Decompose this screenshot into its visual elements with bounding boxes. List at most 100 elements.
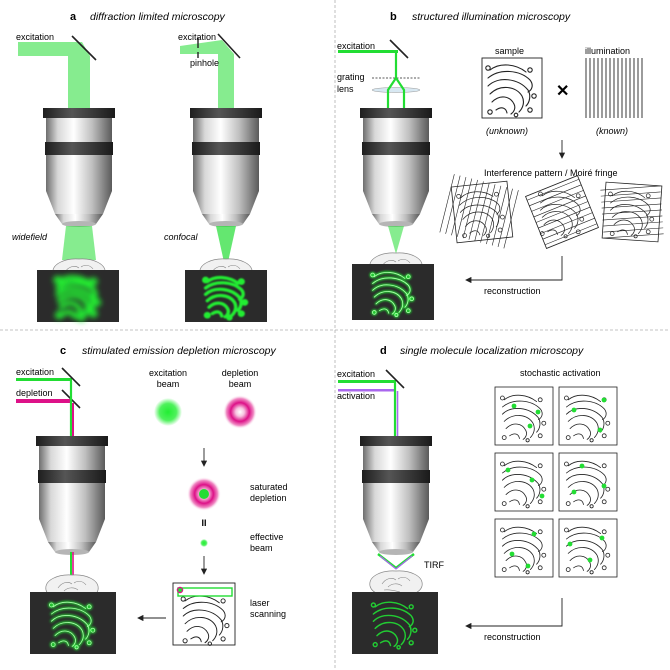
activated-molecule xyxy=(601,397,607,403)
excitation-beam-label-2: beam xyxy=(157,379,180,389)
laser-label-1: laser xyxy=(250,598,270,608)
illumination-label: illumination xyxy=(585,46,630,56)
reconstruction-arrow-d xyxy=(465,598,563,630)
activated-molecule xyxy=(571,407,577,413)
activated-molecule xyxy=(505,467,511,473)
excitation-label-c: excitation xyxy=(16,367,54,377)
excitation-label-widefield: excitation xyxy=(16,32,54,42)
times-symbol: ✕ xyxy=(556,83,569,100)
excitation-beam-label-1: excitation xyxy=(149,368,187,378)
activation-frame xyxy=(494,452,554,512)
activated-molecule xyxy=(511,403,517,409)
panel-d-title: single molecule localization microscopy xyxy=(400,345,584,357)
activated-molecule xyxy=(601,483,607,489)
effective-label-1: effective xyxy=(250,532,283,542)
moire-pattern-3 xyxy=(600,181,664,243)
objective-c xyxy=(36,436,108,555)
panel-b-title: structured illumination microscopy xyxy=(412,11,571,23)
sim-image xyxy=(352,264,434,320)
objective-confocal xyxy=(190,108,262,227)
activated-molecule xyxy=(571,489,577,495)
activation-frame xyxy=(558,518,618,578)
interference-label: Interference pattern / Moiré fringe xyxy=(484,168,618,178)
activation-frame xyxy=(494,386,554,446)
moire-pattern-1 xyxy=(439,174,519,249)
saturated-center xyxy=(199,489,209,499)
reconstruction-arrow-b xyxy=(465,256,563,284)
panel-d-letter: d xyxy=(380,345,387,357)
grating-label: grating xyxy=(337,72,365,82)
activation-beam-d xyxy=(338,389,396,392)
unknown-label: (unknown) xyxy=(486,126,528,136)
confocal-beam xyxy=(180,33,241,108)
activation-label-d: activation xyxy=(337,391,375,401)
widefield-image xyxy=(37,270,119,322)
reconstruction-label-b: reconstruction xyxy=(484,286,541,296)
dichroic-mirror xyxy=(389,39,409,59)
activation-frame xyxy=(558,452,618,512)
panel-c-letter: c xyxy=(60,345,66,357)
widefield-label: widefield xyxy=(12,232,48,242)
effective-label-2: beam xyxy=(250,543,273,553)
objective-d xyxy=(360,436,432,555)
widefield-beam xyxy=(18,35,97,108)
activated-molecule xyxy=(535,409,541,415)
sample-label: sample xyxy=(495,46,524,56)
depletion-beam-label-1: depletion xyxy=(222,368,259,378)
laser-scanning-box xyxy=(172,582,236,646)
excitation-beam xyxy=(338,50,398,53)
activated-molecule xyxy=(567,541,573,547)
activated-molecule xyxy=(527,423,533,429)
dichroic-mirror xyxy=(217,33,241,59)
panel-a-letter: a xyxy=(70,11,77,23)
pinhole-label: pinhole xyxy=(190,58,219,68)
activated-molecule xyxy=(587,557,593,563)
illumination-pattern xyxy=(585,58,643,118)
excitation-label-b: excitation xyxy=(337,41,375,51)
excitation-label-d: excitation xyxy=(337,369,375,379)
smlm-image xyxy=(352,592,438,654)
activation-frame xyxy=(494,518,554,578)
depletion-beam-donut xyxy=(223,395,257,429)
split-beams xyxy=(386,53,406,108)
excitation-label-confocal: excitation xyxy=(178,32,216,42)
activated-molecule xyxy=(539,493,545,499)
activated-molecule xyxy=(531,531,537,537)
activated-molecule xyxy=(579,463,585,469)
effective-beam-spot xyxy=(200,539,208,547)
depletion-beam-label-2: beam xyxy=(229,379,252,389)
tirf-beam xyxy=(377,553,415,570)
saturated-label-2: depletion xyxy=(250,493,287,503)
laser-label-2: scanning xyxy=(250,609,286,619)
panel-c-title: stimulated emission depletion microscopy xyxy=(82,345,277,357)
equals-symbol: II xyxy=(201,518,206,528)
lens-shape xyxy=(371,87,421,93)
objective-b xyxy=(360,108,432,227)
depletion-label-c: depletion xyxy=(16,388,53,398)
confocal-label: confocal xyxy=(164,232,199,242)
activated-molecule xyxy=(509,551,515,557)
activated-molecule xyxy=(529,477,535,483)
panel-b: b structured illumination microscopy exc… xyxy=(337,11,664,320)
dichroic-mirror-d xyxy=(385,369,405,389)
panel-c: c stimulated emission depletion microsco… xyxy=(16,345,288,654)
excitation-beam-spot xyxy=(154,398,182,426)
activated-molecule xyxy=(599,535,605,541)
stochastic-activation-grid xyxy=(494,386,618,578)
depletion-beam-c xyxy=(16,399,72,403)
reconstruction-label-d: reconstruction xyxy=(484,632,541,642)
lens-label: lens xyxy=(337,84,354,94)
panel-d: d single molecule localization microscop… xyxy=(337,345,618,654)
dichroic-mirror-1 xyxy=(61,367,81,387)
stochastic-label: stochastic activation xyxy=(520,368,601,378)
sted-image xyxy=(30,592,116,654)
dichroic-mirror xyxy=(71,35,97,61)
known-label: (known) xyxy=(596,126,628,136)
moire-pattern-2 xyxy=(525,175,599,249)
panel-a: a diffraction limited microscopy excitat… xyxy=(12,11,267,322)
panel-b-letter: b xyxy=(390,11,397,23)
excitation-beam-c xyxy=(16,378,72,381)
sim-illumination xyxy=(388,226,404,254)
confocal-focus xyxy=(216,226,236,262)
